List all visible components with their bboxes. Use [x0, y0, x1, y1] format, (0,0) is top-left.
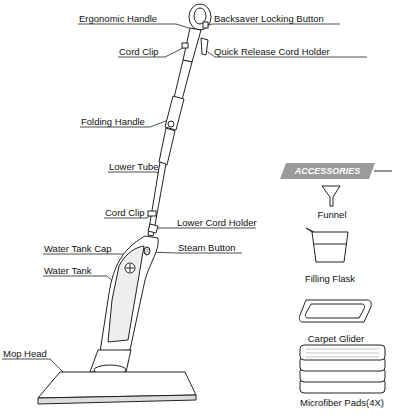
- mop-body: [38, 372, 196, 398]
- leader-line: [118, 47, 185, 57]
- section-heading: ACCESSORIES: [280, 163, 375, 179]
- accessory-icon: [299, 300, 371, 322]
- part-label: Ergonomic Handle: [79, 13, 157, 24]
- mop-body: [125, 263, 135, 273]
- part-label: Backsaver Locking Button: [214, 13, 324, 24]
- mop-body: [144, 247, 150, 255]
- leader-line: [2, 24, 367, 377]
- part-label: Folding Handle: [81, 116, 145, 127]
- accessory-icon: [306, 228, 314, 232]
- mop-body: [168, 121, 174, 127]
- part-label: Funnel: [317, 209, 346, 220]
- mop-body: [165, 96, 184, 130]
- part-label: Water Tank: [44, 265, 92, 276]
- mop-body: [159, 128, 175, 165]
- accessory-icon: [374, 171, 392, 172]
- mop-body: [183, 28, 201, 62]
- part-label: Mop Head: [3, 348, 47, 359]
- leader-line: [43, 254, 130, 264]
- mop-body: [201, 38, 208, 55]
- mop-body: [189, 4, 211, 30]
- part-label: Steam Button: [178, 242, 236, 253]
- mop-body: [203, 22, 208, 28]
- part-label: Microfiber Pads(4X): [300, 397, 384, 408]
- part-label: Lower Cord Holder: [177, 217, 257, 228]
- part-label: Carpet Glider: [308, 333, 365, 344]
- accessory-icon: [299, 171, 392, 393]
- part-label: Filling Flask: [305, 273, 355, 284]
- mop-body: [174, 60, 192, 100]
- leader-line: [43, 276, 118, 286]
- mop-body: [148, 211, 156, 216]
- accessory-icon: [312, 232, 348, 262]
- leader-line: [205, 24, 340, 26]
- mop-body: [182, 43, 188, 48]
- part-label: Water Tank Cap: [44, 243, 112, 254]
- accessory-icon: [314, 244, 346, 245]
- part-label: Quick Release Cord Holder: [214, 46, 330, 57]
- accessory-icon: [300, 345, 385, 360]
- accessory-icon: [322, 186, 340, 206]
- accessory-icon: [305, 304, 364, 318]
- mop-body: [126, 264, 134, 272]
- mop-body: [148, 224, 158, 233]
- mop-body: [108, 246, 144, 342]
- part-label: Cord Clip: [119, 46, 159, 57]
- band-shape: [280, 163, 375, 179]
- mop-body: [148, 162, 166, 236]
- mop-body: [38, 4, 211, 404]
- leader-line: [78, 24, 192, 29]
- part-label: Cord Clip: [105, 207, 145, 218]
- mop-body: [38, 395, 196, 404]
- part-label: Lower Tube: [109, 161, 159, 172]
- leader-line: [108, 172, 162, 180]
- section-band: ACCESSORIES: [280, 163, 375, 179]
- accessory-icon: [306, 349, 379, 357]
